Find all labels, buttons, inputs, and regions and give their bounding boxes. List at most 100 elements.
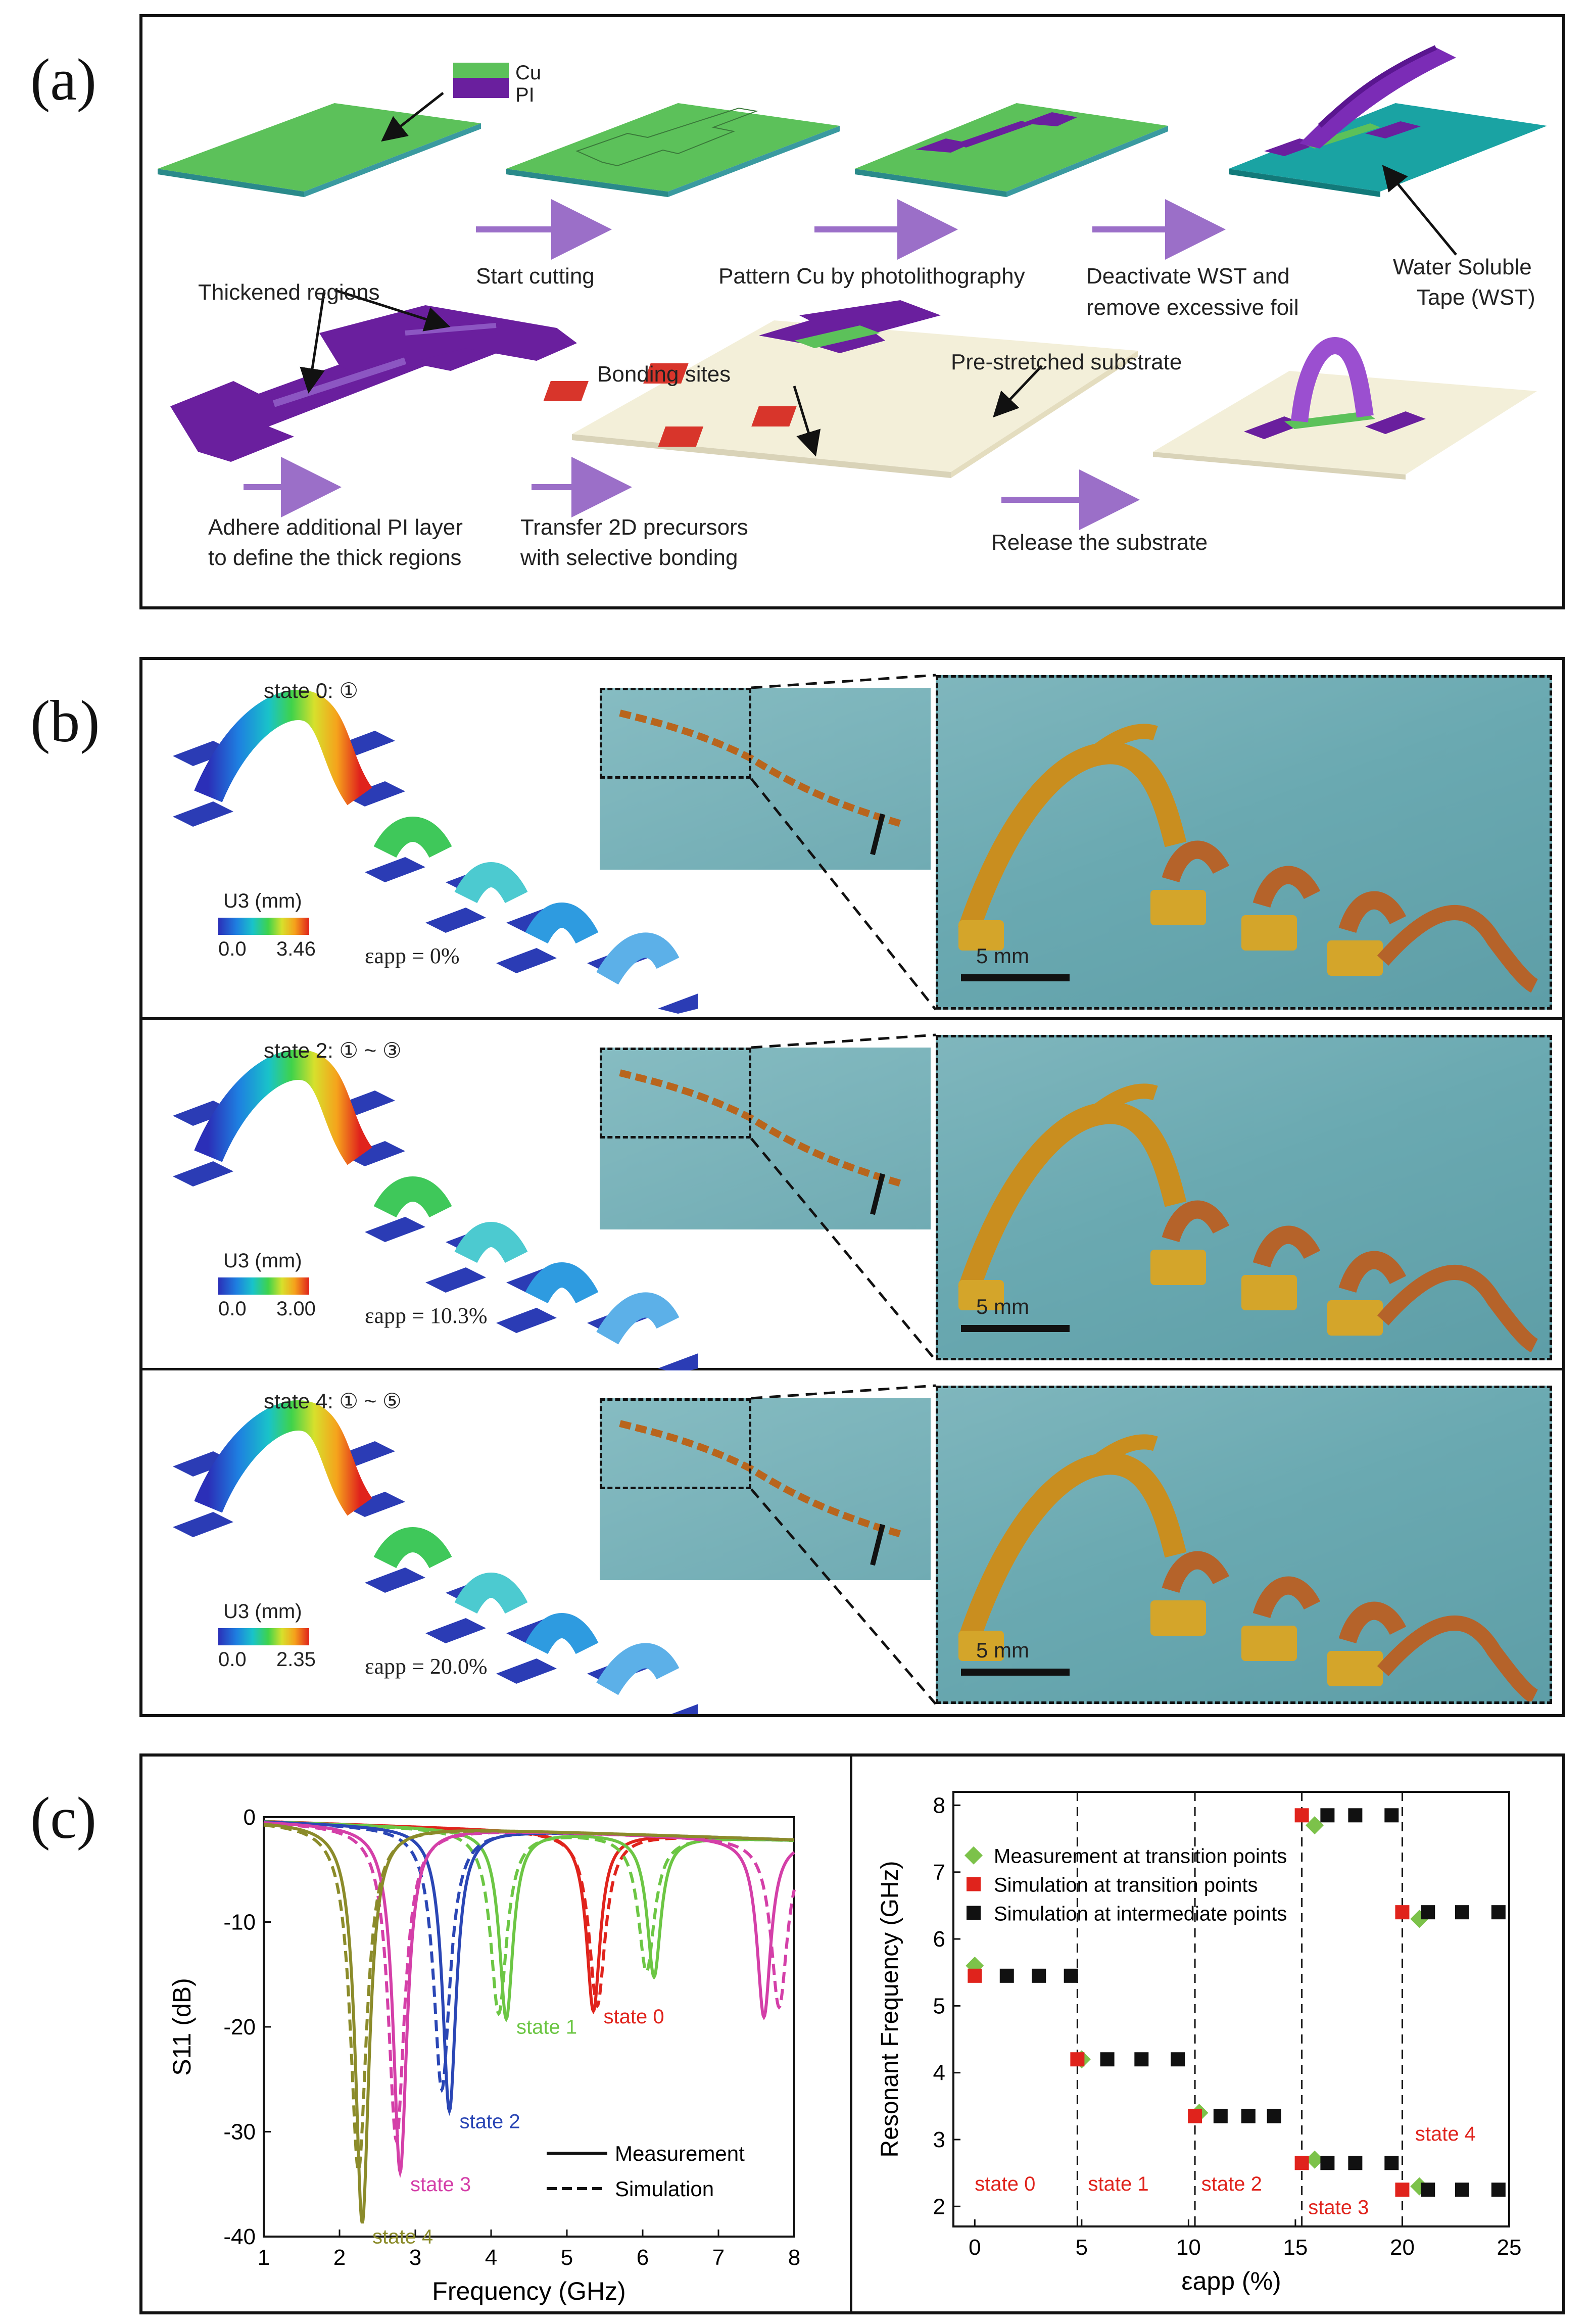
state-title: state 0: ①: [264, 679, 359, 702]
simulation-intermediate-point: [1134, 2052, 1149, 2067]
step-transfer-2: with selective bonding: [520, 545, 738, 570]
y-tick-label: 2: [933, 2194, 945, 2219]
measurement-line-state-0: [263, 1820, 794, 2015]
step-adhere-pi-1: Adhere additional PI layer: [208, 515, 463, 540]
bonding-sites-label: Bonding sites: [597, 362, 731, 387]
scale-bar-label: 5 mm: [976, 1295, 1029, 1318]
series-label: state 4: [372, 2226, 433, 2248]
cu-pi-sheet-3: [855, 103, 1168, 197]
x-tick-label: 15: [1283, 2235, 1308, 2260]
zoom-region-box: [600, 688, 751, 779]
simulation-intermediate-point: [1491, 2183, 1506, 2197]
wst-sheet: [1229, 45, 1547, 197]
x-tick-label: 10: [1176, 2235, 1201, 2260]
measurement-line-state-2: [263, 1820, 794, 2116]
y-tick-label: 4: [933, 2061, 945, 2085]
y-axis-label: S11 (dB): [168, 1978, 196, 2076]
x-tick-label: 3: [409, 2245, 421, 2270]
step-deactivate-wst-2: remove excessive foil: [1086, 295, 1299, 320]
colorbar-max: 3.46: [276, 938, 316, 960]
y-tick-label: 0: [244, 1805, 256, 1830]
wst-label-1: Water Soluble: [1393, 255, 1532, 279]
panel-label-c: (c): [30, 1785, 97, 1851]
panel-c-divider: [850, 1757, 852, 2311]
simulation-intermediate-point: [1320, 2156, 1335, 2170]
simulation-line-state-0: [263, 1820, 795, 2009]
legend-pi-label: PI: [515, 84, 535, 106]
measurement-point: [1306, 1816, 1324, 1835]
state-title: state 2: ① ~ ③: [264, 1038, 402, 1062]
x-tick-label: 2: [333, 2245, 346, 2270]
zoom-region-box: [600, 1048, 751, 1139]
legend-simulation-label: Simulation: [615, 2177, 714, 2201]
plot-frame: [952, 1791, 1510, 2227]
legend-label: Measurement at transition points: [994, 1845, 1287, 1868]
zoom-connector-lines: [750, 674, 937, 1011]
simulation-transition-point: [1395, 2183, 1410, 2197]
pi-precursor-strips: [170, 305, 577, 462]
colorbar-min: 0.0: [218, 1298, 247, 1320]
step-adhere-pi-2: to define the thick regions: [208, 545, 462, 570]
scale-bar: [961, 974, 1070, 981]
colorbar: [218, 918, 309, 935]
y-tick-label: -30: [223, 2120, 256, 2145]
legend-marker: [967, 1906, 981, 1920]
y-tick-label: 7: [933, 1860, 945, 1885]
x-tick-label: 20: [1390, 2235, 1415, 2260]
panel-a-fabrication: Cu PI Start cutting Pattern Cu by photol…: [139, 14, 1565, 609]
legend-marker: [967, 1877, 981, 1891]
series-label: state 0: [604, 2006, 664, 2028]
wst-label-2: Tape (WST): [1417, 285, 1535, 310]
applied-strain: εapp = 10.3%: [365, 1303, 488, 1328]
simulation-intermediate-point: [1032, 1968, 1046, 1983]
simulation-intermediate-point: [1455, 1905, 1469, 1920]
simulation-intermediate-point: [1100, 2052, 1115, 2067]
simulation-line-state-4: [263, 1823, 795, 2175]
applied-strain: εapp = 20.0%: [365, 1654, 488, 1679]
legend-cu-label: Cu: [515, 62, 542, 84]
y-tick-label: 5: [933, 1994, 945, 2018]
state-label: state 1: [1088, 2173, 1149, 2195]
u3-colorbar-label: U3 (mm): [223, 1250, 302, 1272]
simulation-transition-point: [1070, 2052, 1085, 2067]
scale-bar: [961, 1669, 1070, 1676]
state-title: state 4: ① ~ ⑤: [264, 1389, 402, 1413]
scale-bar-label: 5 mm: [976, 1638, 1029, 1662]
x-tick-label: 6: [637, 2245, 649, 2270]
colorbar: [218, 1628, 309, 1645]
released-3d-structure: [1153, 337, 1537, 480]
fea-simulation-0: [173, 690, 698, 1014]
zoom-connector-lines: [750, 1033, 937, 1361]
u3-colorbar-label: U3 (mm): [223, 1600, 302, 1623]
x-tick-label: 25: [1497, 2235, 1522, 2260]
x-tick-label: 1: [258, 2245, 270, 2270]
panel-b-states: state 0: ① U3 (mm) 0.0 3.46 εapp = 0% 5 mm: [139, 657, 1565, 1717]
simulation-transition-point: [1294, 2156, 1309, 2170]
simulation-intermediate-point: [1064, 1968, 1078, 1983]
y-tick-label: -20: [223, 2015, 256, 2040]
fabrication-diagram: [158, 45, 1547, 530]
colorbar: [218, 1277, 309, 1295]
applied-strain: εapp = 0%: [365, 943, 460, 968]
simulation-intermediate-point: [999, 1968, 1014, 1983]
zoom-region-box: [600, 1398, 751, 1489]
series-label: state 2: [460, 2110, 520, 2132]
thickened-regions-label: Thickened regions: [198, 280, 380, 305]
x-axis-label: εapp (%): [1181, 2267, 1281, 2295]
state-label: state 4: [1415, 2123, 1476, 2145]
overview-photo: [600, 1048, 931, 1229]
step-deactivate-wst-1: Deactivate WST and: [1086, 264, 1290, 289]
y-tick-label: 8: [933, 1793, 945, 1818]
simulation-intermediate-point: [1241, 2109, 1256, 2123]
simulation-intermediate-point: [1384, 1808, 1399, 1823]
x-tick-label: 0: [969, 2235, 981, 2260]
fea-simulation-2: [173, 1400, 698, 1714]
simulation-intermediate-point: [1267, 2109, 1281, 2123]
x-tick-label: 5: [1076, 2235, 1088, 2260]
x-tick-label: 8: [788, 2245, 800, 2270]
